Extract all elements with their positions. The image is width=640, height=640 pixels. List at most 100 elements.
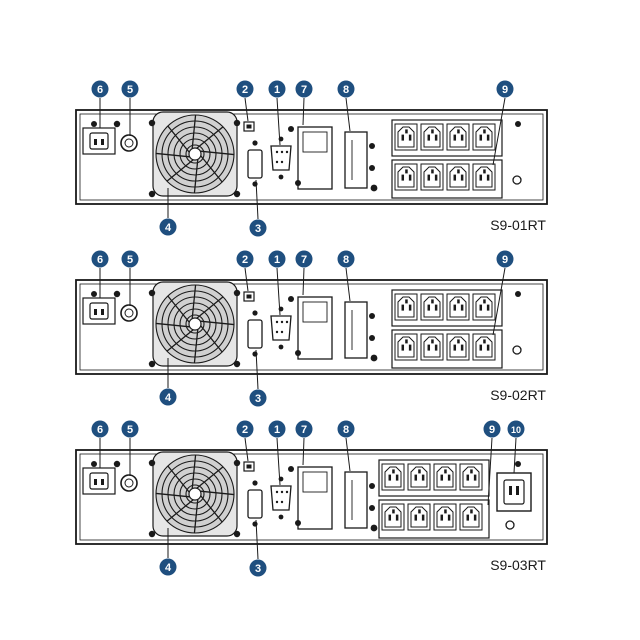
callout-badge [159, 558, 177, 576]
outlet-group-upper [378, 459, 490, 497]
c19-pin [509, 486, 512, 495]
outlet-pin [479, 304, 483, 311]
screw-dot [295, 350, 301, 356]
chassis-inner [79, 113, 544, 201]
callout-number: 7 [301, 84, 307, 96]
screw-dot [278, 174, 284, 180]
outlet-pin [405, 339, 408, 344]
screw-dot [369, 313, 375, 319]
fan-spoke [200, 325, 223, 353]
outlet-socket [449, 166, 467, 188]
outlet-frame [394, 163, 418, 191]
outlet-pin [447, 474, 451, 481]
chassis-inner [79, 453, 544, 541]
callout-badge [507, 420, 525, 438]
callout-badge [249, 559, 267, 577]
fan-ring [173, 472, 217, 516]
outlet-pin [434, 304, 438, 311]
screw-dot [148, 459, 156, 467]
screw-dot [288, 126, 294, 132]
input-pin [94, 479, 97, 485]
callout-badge [121, 80, 139, 98]
epo-port [247, 489, 263, 519]
fan-spoke [200, 150, 235, 156]
fan-spoke [191, 454, 197, 489]
iec-outlet [446, 123, 470, 151]
rs232-pin [275, 320, 279, 324]
screw-dot [515, 461, 521, 467]
iec-outlet [420, 123, 444, 151]
outlet-frame [433, 503, 457, 531]
ground-terminal [512, 175, 522, 185]
outlet-frame [381, 463, 405, 491]
callout-7: 7 [295, 420, 313, 438]
outlet-frame [420, 163, 444, 191]
callout-8: 8 [337, 420, 355, 438]
intelligent-slot [344, 131, 368, 189]
callout-badge [236, 250, 254, 268]
callout-badge [337, 80, 355, 98]
callout-9: 9 [496, 80, 514, 98]
snmp-slot [297, 466, 333, 530]
callout-number: 3 [255, 223, 261, 235]
input-socket-frame [82, 297, 116, 325]
c19-pin [516, 486, 519, 495]
usb-port [243, 121, 255, 132]
epo-port [247, 319, 263, 349]
outlet-pin [408, 174, 412, 181]
fan-spoke [166, 499, 194, 522]
outlet-group-upper [391, 289, 503, 327]
screw-dot [113, 460, 121, 468]
outlet-group-lower [391, 159, 503, 199]
callout-badge [249, 219, 267, 237]
circuit-breaker-cap [124, 308, 134, 318]
outlet-pin [466, 514, 470, 521]
screw-dot [148, 360, 156, 368]
outlet-frame [459, 503, 483, 531]
screw-dot [278, 344, 284, 350]
screw-dot [233, 190, 241, 198]
outlet-pin [431, 299, 434, 304]
outlet-frame [420, 293, 444, 321]
rs232-pin [275, 330, 279, 334]
outlet-pin [427, 344, 431, 351]
iec-outlet [381, 503, 405, 531]
callout-number: 1 [274, 254, 280, 266]
outlet-pin [395, 514, 399, 521]
outlet-pin [466, 474, 470, 481]
rs232-pin [280, 490, 284, 494]
outlet-pin [460, 174, 464, 181]
outlet-pin [408, 344, 412, 351]
leader-line [487, 437, 493, 506]
callout-4: 4 [159, 558, 177, 576]
rs232-pin [285, 490, 289, 494]
callout-5: 5 [121, 250, 139, 268]
screw-dot [370, 354, 378, 362]
callout-badge [159, 218, 177, 236]
outlet-pin [444, 469, 447, 474]
leader-line [276, 267, 281, 316]
iec-outlet [420, 333, 444, 361]
outlet-pin [408, 304, 412, 311]
callout-2: 2 [236, 250, 254, 268]
leader-line [255, 179, 259, 220]
outlet-pin [486, 134, 490, 141]
outlet-pin [418, 469, 421, 474]
outlet-socket [423, 296, 441, 318]
outlet-pin [427, 304, 431, 311]
outlet-frame [446, 333, 470, 361]
callout-badge [483, 420, 501, 438]
outlet-socket [436, 506, 454, 528]
model-label: S9-01RT [490, 217, 546, 233]
leader-line [244, 97, 249, 122]
chassis-outline [75, 109, 548, 205]
callout-badge [91, 420, 109, 438]
callout-2: 2 [236, 420, 254, 438]
outlet-socket [423, 336, 441, 358]
outlet-pin [483, 129, 486, 134]
iec-outlet [459, 463, 483, 491]
fan-spoke [196, 126, 224, 149]
outlet-frame [407, 463, 431, 491]
callout-number: 9 [489, 424, 495, 436]
